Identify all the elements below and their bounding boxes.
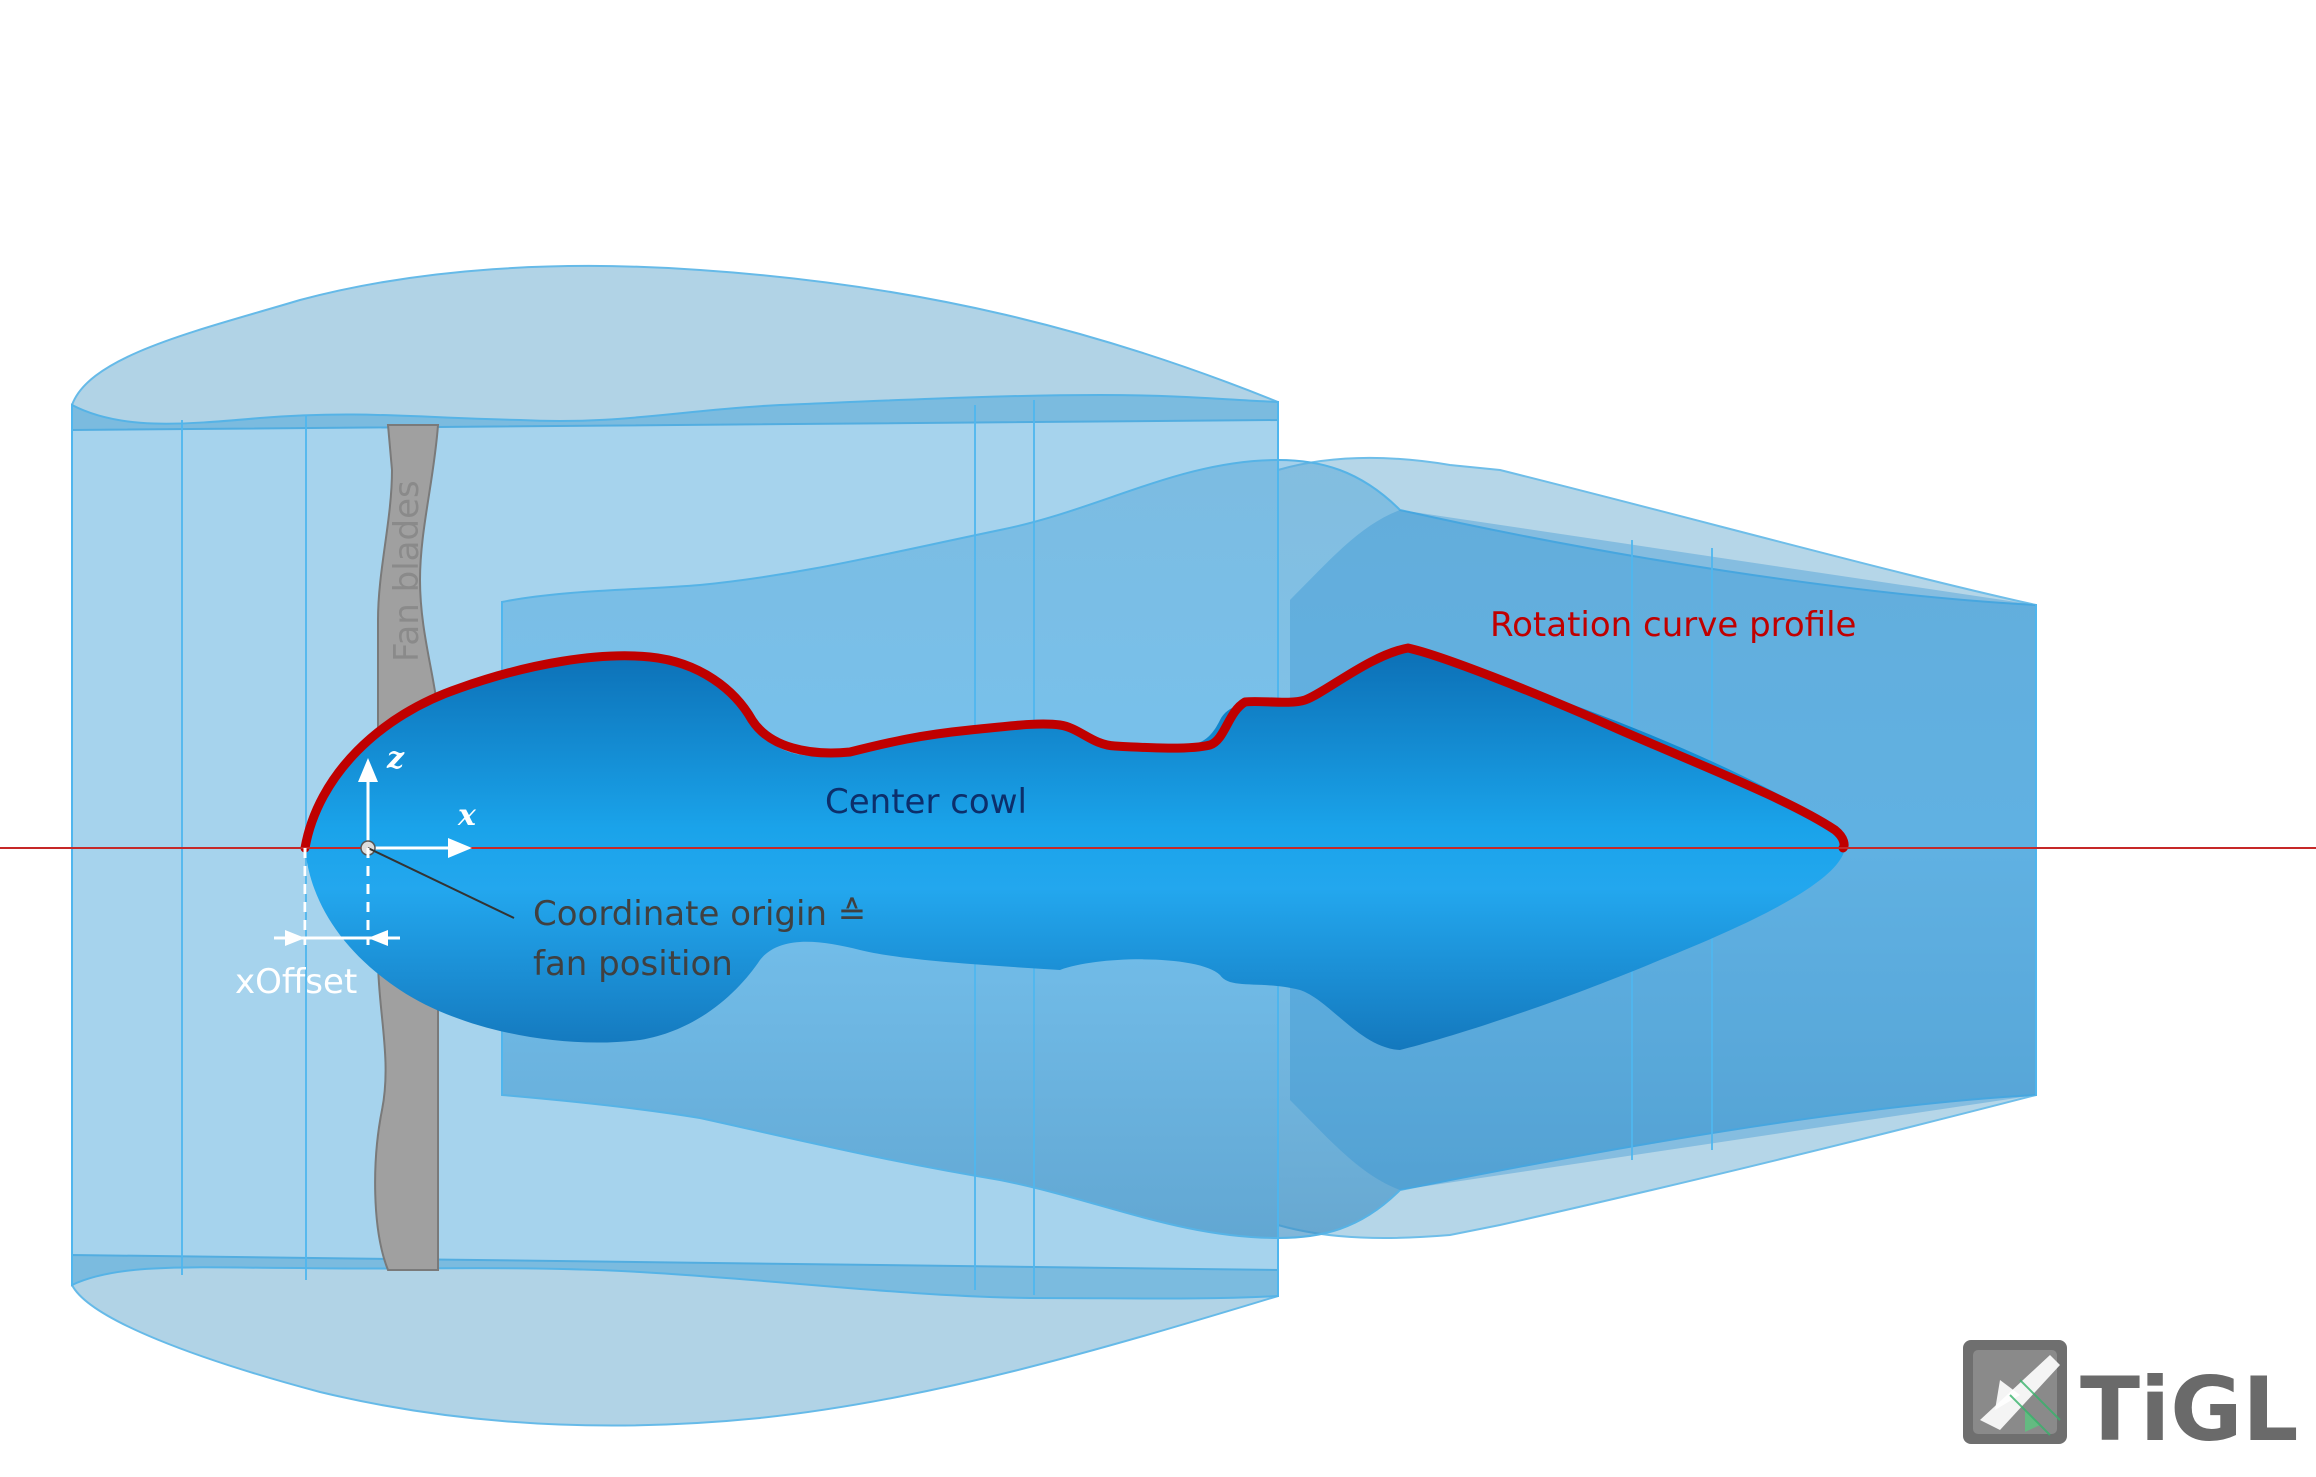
axis-x-label: x [457, 798, 477, 833]
x-offset-dimension [274, 848, 400, 946]
center-cowl-label: Center cowl [825, 782, 1027, 822]
rotation-curve-profile [300, 643, 1849, 853]
origin-label-line2: fan position [533, 944, 733, 984]
rotation-curve-label: Rotation curve profile [1490, 605, 1856, 645]
fan-nacelle-top-rim [71, 264, 1279, 432]
origin-label-line1: Coordinate origin ≙ [533, 894, 866, 934]
tigl-logo: TiGL [1963, 1340, 2299, 1461]
origin-leader-line [367, 847, 515, 919]
axis-z-label: z [386, 741, 405, 776]
x-offset-label: xOffset [235, 962, 357, 1002]
fan-nacelle-bottom-rim [71, 1253, 1279, 1427]
fan-blades-label: Fan blades [387, 480, 427, 662]
tigl-logo-text: TiGL [2080, 1358, 2299, 1461]
airplane-icon [1980, 1355, 2060, 1430]
coordinate-axes [358, 758, 472, 858]
